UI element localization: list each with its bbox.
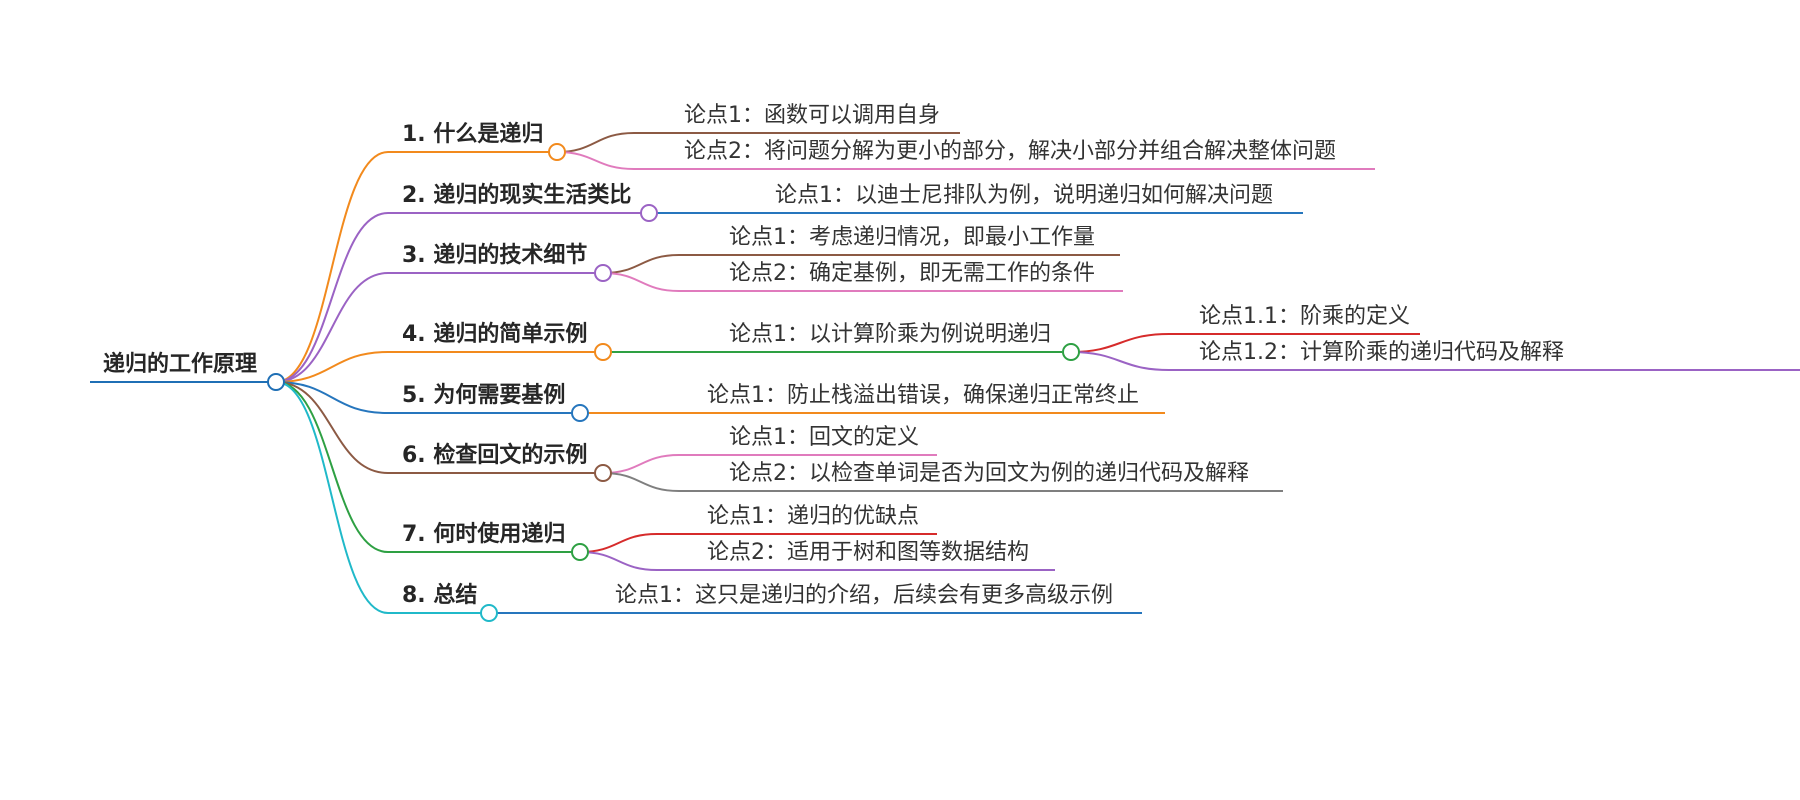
branch-topic-7[interactable]: 7. 何时使用递归	[402, 522, 566, 547]
subtopic-4-1-2[interactable]: 论点1.2：计算阶乘的递归代码及解释	[1199, 340, 1564, 365]
subtopic-1-1[interactable]: 论点1：函数可以调用自身	[684, 103, 940, 128]
subtopic-connector-7-1	[579, 533, 658, 553]
root-topic[interactable]: 递归的工作原理	[103, 352, 258, 377]
subtopic-2-1[interactable]: 论点1：以迪士尼排队为例，说明递归如何解决问题	[775, 183, 1273, 208]
collapse-node-2	[640, 204, 658, 222]
branch-connector-4	[275, 351, 389, 383]
subtopic-connector-6-2	[602, 472, 680, 492]
subtopic-7-2[interactable]: 论点2：适用于树和图等数据结构	[707, 540, 1029, 565]
branch-connector-8	[275, 381, 389, 614]
branch-topic-3[interactable]: 3. 递归的技术细节	[402, 243, 588, 268]
subtopic-connector-7-2	[579, 551, 658, 571]
collapse-node-8	[480, 604, 498, 622]
subtopic-connector-3-2	[602, 272, 680, 292]
branch-connector-5	[275, 381, 389, 414]
subtopic-connector-4-1-1	[1070, 333, 1170, 353]
branch-topic-5[interactable]: 5. 为何需要基例	[402, 383, 566, 408]
subtopic-connector-4-1-2	[1070, 351, 1170, 371]
collapse-node-1	[548, 143, 566, 161]
subtopic-5-1[interactable]: 论点1：防止栈溢出错误，确保递归正常终止	[707, 383, 1139, 408]
collapse-node-root	[267, 373, 285, 391]
branch-connector-2	[275, 212, 389, 383]
branch-connector-3	[275, 272, 389, 383]
branch-topic-8[interactable]: 8. 总结	[402, 583, 478, 608]
subtopic-connector-6-1	[602, 454, 680, 474]
collapse-node-3	[594, 264, 612, 282]
branch-topic-1[interactable]: 1. 什么是递归	[402, 122, 544, 147]
subtopic-6-1[interactable]: 论点1：回文的定义	[729, 425, 919, 450]
branch-connector-7	[275, 381, 389, 553]
branch-connector-6	[275, 381, 389, 474]
subtopic-3-2[interactable]: 论点2：确定基例，即无需工作的条件	[729, 261, 1095, 286]
collapse-node-7	[571, 543, 589, 561]
collapse-node-4	[594, 343, 612, 361]
branch-topic-4[interactable]: 4. 递归的简单示例	[402, 322, 588, 347]
subtopic-3-1[interactable]: 论点1：考虑递归情况，即最小工作量	[729, 225, 1095, 250]
subtopic-6-2[interactable]: 论点2：以检查单词是否为回文为例的递归代码及解释	[729, 461, 1249, 486]
branch-topic-2[interactable]: 2. 递归的现实生活类比	[402, 183, 632, 208]
collapse-node-5	[571, 404, 589, 422]
collapse-node-6	[594, 464, 612, 482]
branch-topic-6[interactable]: 6. 检查回文的示例	[402, 443, 588, 468]
branch-connector-1	[275, 151, 389, 383]
subtopic-connector-1-2	[556, 151, 635, 170]
subtopic-4-1-1[interactable]: 论点1.1：阶乘的定义	[1199, 304, 1410, 329]
subtopic-connector-1-1	[556, 132, 635, 153]
subtopic-1-2[interactable]: 论点2：将问题分解为更小的部分，解决小部分并组合解决整体问题	[684, 139, 1336, 164]
collapse-node-4-1	[1062, 343, 1080, 361]
subtopic-4-1[interactable]: 论点1：以计算阶乘为例说明递归	[729, 322, 1051, 347]
subtopic-connector-3-1	[602, 254, 680, 274]
subtopic-8-1[interactable]: 论点1：这只是递归的介绍，后续会有更多高级示例	[615, 583, 1113, 608]
subtopic-7-1[interactable]: 论点1：递归的优缺点	[707, 504, 919, 529]
